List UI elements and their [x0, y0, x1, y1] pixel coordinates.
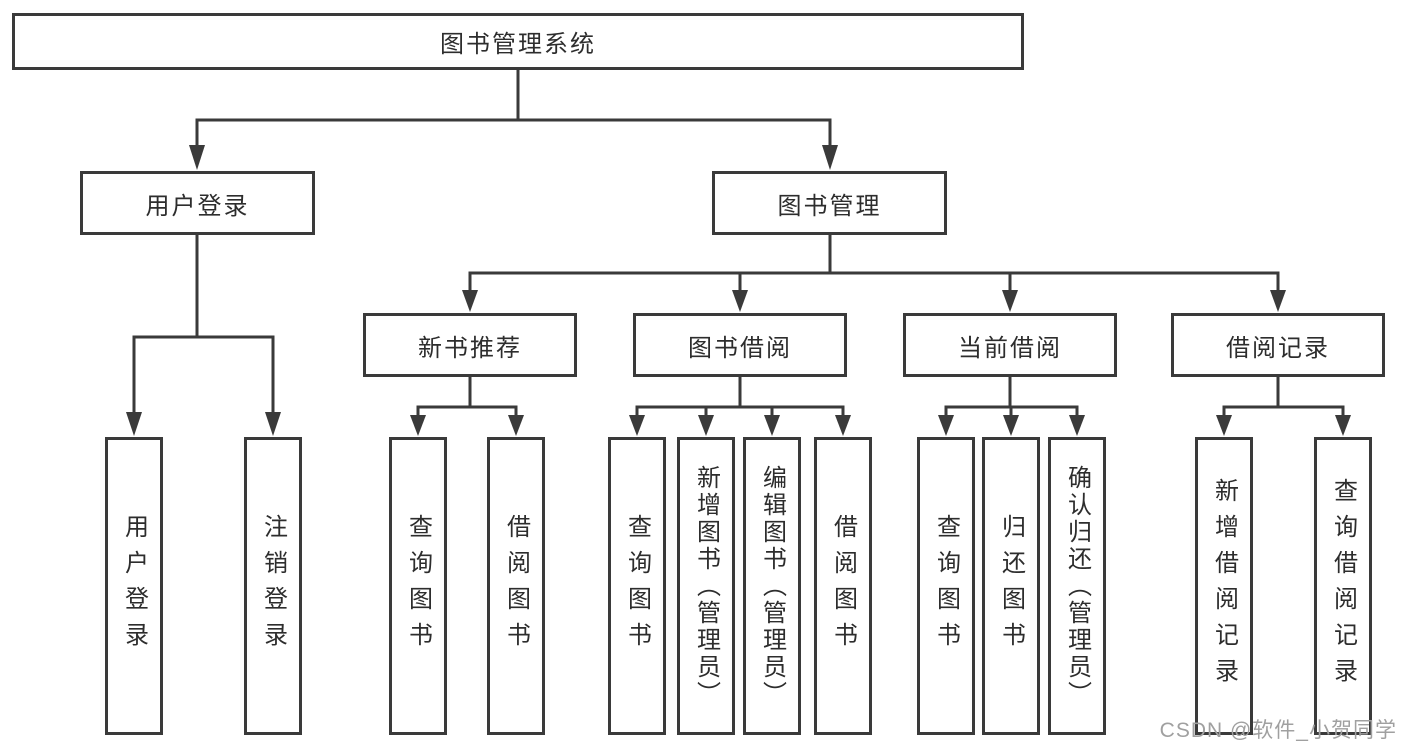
- node-bb-add-books-admin: 新增图书（管理员）: [677, 437, 735, 735]
- node-bb-borrow-books: 借阅图书: [814, 437, 872, 735]
- node-bb-edit-books-admin: 编辑图书（管理员）: [743, 437, 801, 735]
- node-user-login-action: 用户登录: [105, 437, 163, 735]
- node-cb-return-books: 归还图书: [982, 437, 1040, 735]
- node-borrowing-records: 借阅记录: [1171, 313, 1385, 377]
- node-add-borrow-record: 新增借阅记录: [1195, 437, 1253, 735]
- node-book-borrowing: 图书借阅: [633, 313, 847, 377]
- node-cb-confirm-return-admin: 确认归还（管理员）: [1048, 437, 1106, 735]
- node-query-borrow-record: 查询借阅记录: [1314, 437, 1372, 735]
- node-new-book-recommendation: 新书推荐: [363, 313, 577, 377]
- node-cb-query-books: 查询图书: [917, 437, 975, 735]
- node-book-management: 图书管理: [712, 171, 947, 235]
- csdn-watermark: CSDN @软件_小贺同学: [1159, 719, 1397, 742]
- node-nbr-borrow-books: 借阅图书: [487, 437, 545, 735]
- node-logout-action: 注销登录: [244, 437, 302, 735]
- node-nbr-query-books: 查询图书: [389, 437, 447, 735]
- node-bb-query-books: 查询图书: [608, 437, 666, 735]
- node-library-management-system: 图书管理系统: [12, 13, 1024, 70]
- node-current-borrowing: 当前借阅: [903, 313, 1117, 377]
- node-user-login: 用户登录: [80, 171, 315, 235]
